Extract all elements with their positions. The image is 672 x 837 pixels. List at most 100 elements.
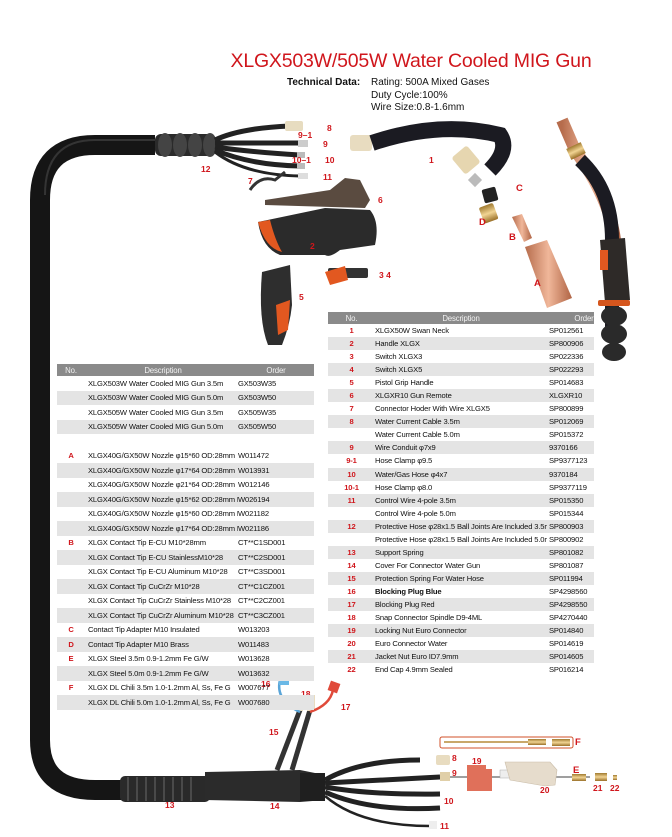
euro-connector [450, 761, 617, 791]
main-cable [30, 135, 155, 800]
cell-order: GX503W35 [238, 378, 277, 388]
cell-no: C [68, 625, 74, 635]
cell-description: Contact Tip Adapter M10 Brass [88, 639, 189, 649]
table-row: 11 Control Wire 4-pole 3.5m SP015350 [328, 493, 594, 507]
cell-order: CT**C3CZ001 [238, 610, 285, 620]
table-row: 12 Protective Hose φ28x1.5 Ball Joints Ar… [328, 519, 594, 533]
label-8-top: 8 [327, 123, 332, 133]
cell-no: 5 [349, 378, 354, 388]
label-2: 2 [310, 241, 315, 251]
header-order: Order [574, 313, 594, 323]
technical-data: Technical Data: Rating: 500A Mixed Gases… [287, 77, 489, 113]
cell-order: W021186 [238, 523, 269, 533]
handle-2 [258, 208, 377, 256]
cell-no: 22 [347, 665, 356, 675]
label-15: 15 [269, 727, 279, 737]
cell-description: Control Wire 4-pole 3.5m [375, 495, 456, 505]
cell-order: SP012561 [549, 326, 584, 336]
cell-no: 17 [347, 600, 356, 609]
header-no: No. [65, 365, 77, 375]
cell-description: XLGX Contact Tip E-CU M10*28mm [88, 538, 206, 548]
cell-no: 10 [347, 469, 356, 479]
cell-order: W011472 [238, 451, 269, 461]
protective-hose-12 [155, 133, 217, 157]
cell-description: XLGX Contact Tip E-CU StainlessM10*28 [88, 552, 223, 562]
cell-description: XLGX40G/GX50W Nozzle φ17*64 OD:28mm [88, 465, 235, 475]
cell-order: CT**C1SD001 [238, 538, 286, 548]
cell-no: 12 [347, 521, 356, 531]
connector-holder-7 [248, 170, 286, 191]
cell-description: Hose Clamp φ9.5 [375, 456, 433, 466]
label-11-bottom: 11 [440, 821, 449, 831]
cell-order: SP4270440 [549, 613, 588, 623]
table-row: B XLGX Contact Tip E-CU M10*28mm CT**C1SD0… [57, 536, 314, 551]
table-row: XLGX40G/GX50W Nozzle φ15*62 OD:28mm Nick… [57, 492, 314, 507]
label-17: 17 [341, 702, 351, 712]
cell-description: XLGX DL Chili 3.5m 1.0-1.2mm Al, Ss, Fe … [88, 683, 231, 693]
cell-description: Switch XLGX5 [375, 365, 423, 375]
label-19: 19 [472, 756, 482, 766]
gun-remote-6 [265, 178, 370, 208]
cell-order: SP800902 [549, 534, 584, 544]
label-D: D [479, 217, 486, 228]
cell-order: CT**C3SD001 [238, 567, 286, 577]
cell-no: D [68, 639, 74, 649]
bottom-connector [120, 677, 450, 829]
cell-order: W021182 [238, 509, 269, 519]
cell-order: XLGXR10 [549, 391, 583, 401]
label-8-bottom: 8 [452, 753, 457, 763]
cell-description: XLGX Contact Tip CuCrZr Aluminum M10*28 [88, 610, 234, 620]
cell-order: SP800899 [549, 404, 584, 414]
cell-order: SP801082 [549, 547, 584, 557]
cell-no: 11 [347, 495, 356, 505]
cell-order: W026194 [238, 494, 270, 504]
label-12: 12 [201, 164, 211, 174]
cell-order: SP015350 [549, 495, 584, 505]
label-E: E [573, 765, 580, 776]
cell-description: Water Current Cable 5.0m [375, 430, 460, 440]
cell-no: 10-1 [344, 482, 359, 492]
cell-description: Protective Hose φ28x1.5 Ball Joints Are … [375, 521, 547, 531]
label-18: 18 [301, 689, 311, 699]
cell-no: 14 [347, 560, 356, 570]
liner-f [439, 736, 574, 749]
label-6: 6 [378, 195, 383, 205]
cell-no: 6 [349, 391, 354, 401]
cell-order: SP015372 [549, 430, 584, 440]
cell-description: Protective Hose φ28x1.5 Ball Joints Are … [375, 534, 547, 544]
cell-no: 3 [349, 352, 354, 362]
label-13: 13 [165, 800, 175, 810]
cell-description: Snap Connector Spindle D9-4ML [375, 613, 483, 623]
table-row: XLGX DL Chili 5.0m 1.0-1.2mm Al, Ss, Fe … [57, 695, 314, 710]
rating: Rating: 500A Mixed Gases [371, 77, 490, 88]
cell-description: Blocking Plug Blue [375, 586, 442, 596]
swan-neck-1 [325, 121, 512, 188]
cell-description: XLGX503W Water Cooled MIG Gun 3.5m [88, 378, 224, 388]
header-description: Description [144, 365, 182, 375]
cell-no: B [68, 538, 74, 548]
cell-no: 9 [349, 443, 354, 453]
cell-description: Wire Conduit φ7x9 [375, 443, 436, 453]
cell-order: SP9377119 [549, 482, 587, 492]
cell-order: 9370184 [549, 469, 578, 479]
pistol-grip-5 [260, 265, 292, 345]
cell-order: W013632 [238, 668, 270, 678]
label-9-top: 9 [323, 139, 328, 149]
cell-description: Pistol Grip Handle [375, 378, 434, 388]
label-7: 7 [248, 176, 253, 186]
